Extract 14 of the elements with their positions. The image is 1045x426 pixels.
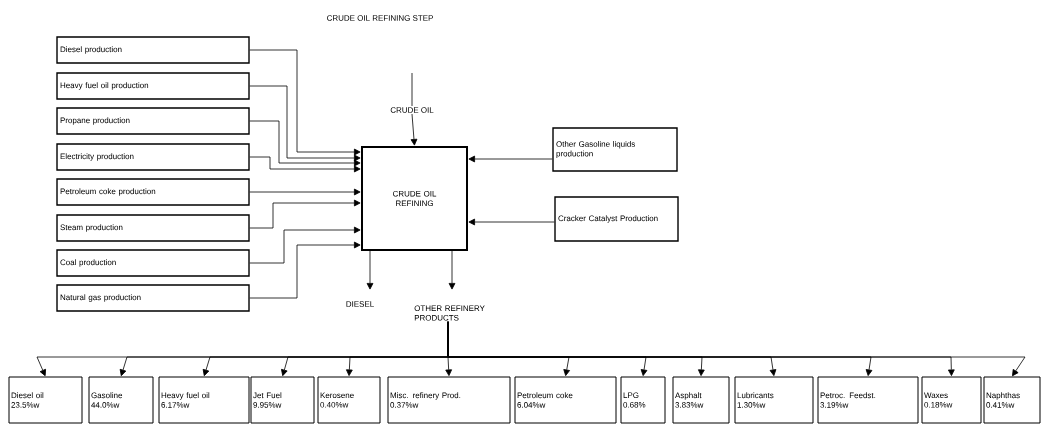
line [411,72,413,107]
arrow [249,226,361,264]
arrow [366,249,374,290]
arrow [249,120,361,167]
arrow [468,155,553,163]
arrow [249,199,361,229]
arrow [249,241,361,299]
arrow [410,113,418,146]
arrow [249,85,361,162]
arrow [249,188,361,196]
arrow [249,156,361,173]
arrow [468,218,555,226]
arrow [249,49,361,156]
arrow [448,249,456,290]
